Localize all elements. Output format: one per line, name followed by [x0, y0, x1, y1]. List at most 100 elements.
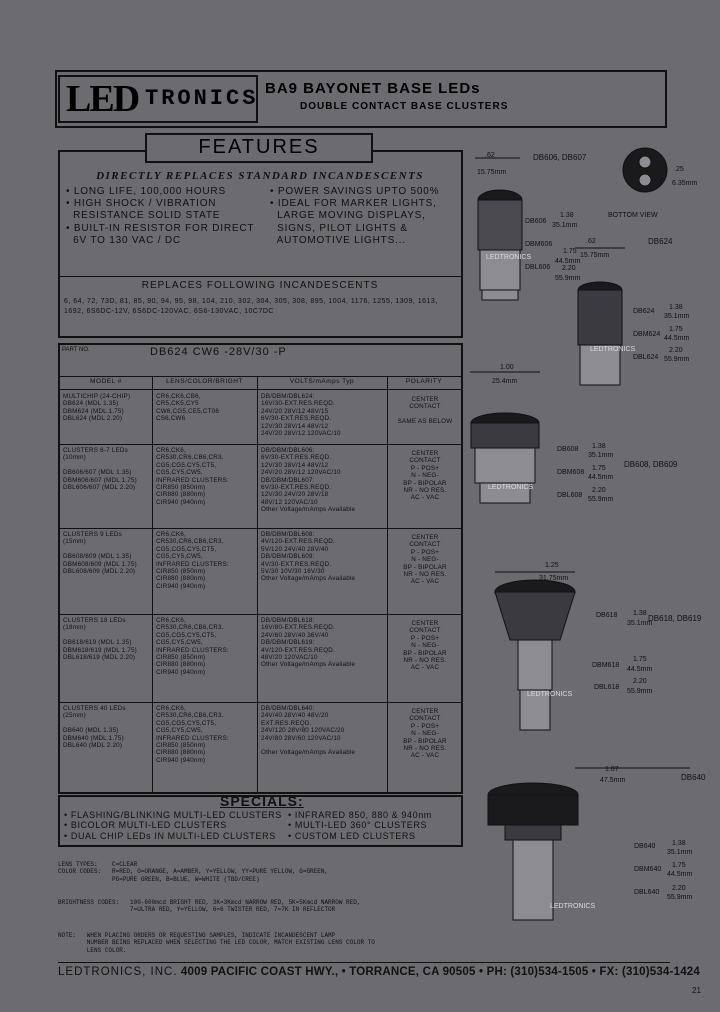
row-divider: [60, 528, 461, 529]
dim-label: 1.38: [592, 443, 606, 450]
row-divider: [60, 614, 461, 615]
dim-label: 2.20: [672, 885, 686, 892]
replaces-list: 6, 64, 72, 73D, 81, 85, 90, 94, 95, 98, …: [64, 298, 438, 315]
footer: LEDTRONICS, INC. 4009 PACIFIC COAST HWY.…: [58, 966, 700, 978]
feature-item: SIGNS, PILOT LIGHTS &: [270, 222, 408, 234]
features-right-list: • POWER SAVINGS UPTO 500% • IDEAL FOR MA…: [270, 186, 460, 247]
dim-label: 44.5mm: [667, 871, 693, 878]
replaces-title: REPLACES FOLLOWING INCANDESCENTS: [141, 280, 379, 291]
drawing-title: DB624: [648, 237, 673, 246]
dim-label: 1.75: [633, 656, 647, 663]
drawing-caption: BOTTOM VIEW: [608, 212, 658, 219]
special-item: • FLASHING/BLINKING MULTI-LED CLUSTERS: [64, 810, 282, 820]
part-no-example: DB624 CW6 -28V/30 -P: [150, 346, 287, 358]
dim-label: 1.75: [672, 862, 686, 869]
dim-label: .62: [485, 152, 495, 159]
col-divider: [152, 376, 153, 792]
footer-address: 4009 PACIFIC COAST HWY., • TORRANCE, CA …: [180, 966, 700, 978]
special-item: • CUSTOM LED CLUSTERS: [288, 830, 416, 841]
model-label: DB606: [525, 218, 547, 225]
col-divider: [387, 376, 388, 792]
specials-right-list: • INFRARED 850, 880 & 940nm • MULTI-LED …: [288, 810, 432, 841]
features-title: FEATURES: [198, 136, 320, 158]
ordering-note: NOTE: WHEN PLACING ORDERS OR REQUESTING …: [58, 932, 375, 954]
model-label: DBM640: [634, 866, 662, 873]
model-label: DB608: [557, 446, 579, 453]
dim-label: 31.75mm: [539, 575, 569, 582]
feature-item: • HIGH SHOCK / VIBRATION: [66, 198, 217, 210]
table-cell-volts: DB/DBM/DBL606: 6V/30-EXT.RES.REQD. 12V/3…: [261, 447, 356, 514]
table-cell-volts: DB/DBM/DBL618: 16V/80-EXT.RES.REQD. 24V/…: [261, 617, 356, 669]
footer-rule: [58, 962, 670, 963]
drawing-title: DB640: [681, 773, 706, 782]
dim-label: 35.1mm: [588, 452, 614, 459]
special-item: • MULTI-LED 360° CLUSTERS: [288, 820, 428, 831]
dim-label: 15.75mm: [580, 252, 610, 259]
footer-company: LEDTRONICS, INC.: [58, 966, 178, 978]
table-cell-polarity: CENTER CONTACT P - POS+ N - NEG- BP - BI…: [403, 450, 447, 502]
dim-label: 1.75: [563, 248, 577, 255]
table-cell-lens: CR6,CK6, CR530,CR6,CB6,CR3, CG5,CG5,CY5,…: [156, 617, 229, 676]
features-title-box: [145, 133, 373, 163]
table-cell-volts: DB/DBM/DBL608: 4V/120-EXT.RES.REQD. 5V/1…: [261, 531, 356, 583]
dim-label: 2.20: [669, 347, 683, 354]
model-label: DB618: [596, 612, 618, 619]
specials-panel: [58, 795, 463, 847]
dim-label: 44.5mm: [588, 474, 614, 481]
page-subtitle: DOUBLE CONTACT BASE CLUSTERS: [300, 101, 509, 112]
col-header-polarity: POLARITY: [405, 378, 443, 385]
dim-label: 55.9mm: [627, 688, 653, 695]
model-label: DBL606: [525, 264, 551, 271]
model-label: DBM618: [592, 662, 620, 669]
model-label: DBL608: [557, 492, 583, 499]
dim-label: 47.5mm: [600, 777, 626, 784]
drawing-title: DB618, DB619: [648, 614, 702, 623]
dim-label: 1.25: [545, 562, 559, 569]
brand-label: LEDTRONICS: [488, 484, 534, 491]
brand-label: LEDTRONICS: [550, 903, 596, 910]
feature-item: 6V TO 130 VAC / DC: [66, 234, 181, 246]
model-label: DBL624: [633, 354, 659, 361]
model-label: DBL640: [634, 889, 660, 896]
product-drawings: [470, 147, 690, 921]
model-label: DBL618: [594, 684, 620, 691]
page-title: BA9 BAYONET BASE LEDs: [265, 80, 481, 97]
special-item: • DUAL CHIP LEDs IN MULTI-LED CLUSTERS: [64, 830, 276, 841]
row-divider: [60, 702, 461, 703]
dim-label: 1.38: [669, 304, 683, 311]
dim-label: 2.20: [633, 678, 647, 685]
dim-label: 6.35mm: [672, 180, 698, 187]
feature-item: AUTOMOTIVE LIGHTS...: [270, 234, 406, 246]
brand-label: LEDTRONICS: [590, 346, 636, 353]
dim-label: 1.75: [669, 326, 683, 333]
logo-led-text: LED: [66, 78, 140, 120]
dim-label: .25: [674, 166, 684, 173]
dim-label: 1.75: [592, 465, 606, 472]
divider: [60, 276, 461, 277]
logo-tronics-text: TRONICS: [145, 86, 259, 111]
dim-label: 35.1mm: [664, 313, 690, 320]
lens-types-note: LENS TYPES: C=CLEAR COLOR CODES: R=RED, …: [58, 861, 329, 883]
dim-label: 1.00: [500, 364, 514, 371]
row-divider: [60, 444, 461, 445]
table-cell-model: CLUSTERS 9 LEDs (15mm) DB608/609 (MDL 1.…: [63, 531, 137, 576]
table-cell-polarity: CENTER CONTACT SAME AS BELOW: [397, 396, 453, 426]
dim-label: 2.20: [562, 265, 576, 272]
feature-item: • LONG LIFE, 100,000 HOURS: [66, 186, 226, 197]
table-cell-lens: CR6,CK6, CR530,CR6,CB6,CR3, CG5,CG5,CY5,…: [156, 531, 229, 590]
table-cell-lens: CR6,CK6,CB6, CR5,CK5,CY5 CW6,CG5,CE5,CT0…: [156, 393, 220, 423]
brand-label: LEDTRONICS: [527, 691, 573, 698]
table-cell-lens: CR6,CK6, CR530,CR6,CB6,CR3, CG5,CG5,CY5,…: [156, 447, 229, 506]
dim-label: 2.20: [592, 487, 606, 494]
col-divider: [257, 376, 258, 792]
table-cell-model: MULTICHIP (24-CHIP) DB624 (MDL 1.35) DBM…: [63, 393, 131, 423]
table-cell-lens: CR6,CK6, CR530,CR6,CB6,CR3, CG5,CG5,CY5,…: [156, 705, 229, 764]
dim-label: 55.9mm: [588, 496, 614, 503]
table-cell-volts: DB/DBM/DBL624: 16V/30-EXT.RES.REQD. 24V/…: [261, 393, 341, 438]
special-item: • BICOLOR MULTI-LED CLUSTERS: [64, 820, 227, 831]
table-cell-polarity: CENTER CONTACT P - POS+ N - NEG- BP - BI…: [403, 708, 447, 760]
dim-label: 15.75mm: [477, 169, 507, 176]
table-header-row: [60, 376, 461, 390]
table-cell-polarity: CENTER CONTACT P - POS+ N - NEG- BP - BI…: [403, 620, 447, 672]
dim-label: 1.38: [633, 610, 647, 617]
